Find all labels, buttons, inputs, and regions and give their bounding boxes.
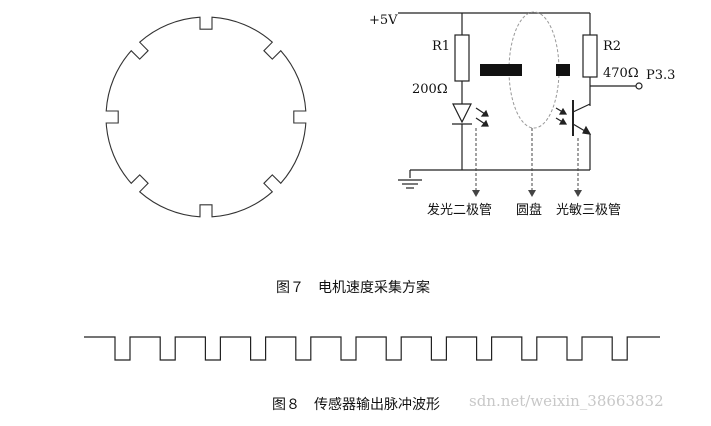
phototransistor-caption: 光敏三极管 [556,203,621,218]
led-diode-symbol [452,103,489,127]
led-caption: 发光二极管 [427,202,492,218]
slotted-disk-outline [105,16,307,218]
figure-7-caption: 图７ 电机速度采集方案 [276,279,430,296]
output-terminal [635,82,643,90]
ground-symbol [398,179,422,189]
r2-label: R2 [603,39,621,54]
pulse-waveform [84,336,660,361]
circuit-schematic [398,11,643,197]
pointer-arrows [475,128,579,192]
sensor-light-block [556,64,570,76]
figure-8-caption: 图８ 传感器输出脉冲波形 [272,396,440,413]
vcc-label: +5V [369,13,398,28]
r2-value-label: 470Ω [603,66,639,81]
encoder-disk [105,16,307,218]
phototransistor-symbol [555,100,592,170]
r1-label: R1 [432,39,450,54]
led-light-block [480,64,522,76]
watermark-text: sdn.net/weixin_38663832 [469,392,664,410]
r1-value-label: 200Ω [412,82,448,97]
r2-resistor [582,34,598,78]
r1-resistor [454,34,470,82]
output-port-label: P3.3 [646,68,675,83]
disk-caption: 圆盘 [516,202,542,218]
